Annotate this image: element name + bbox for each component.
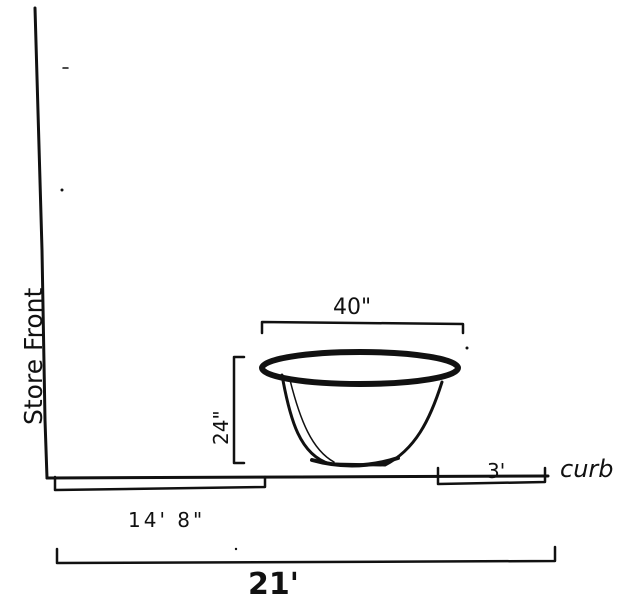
- planter-pot: [259, 349, 461, 468]
- pot-height-dimension: 24": [209, 355, 246, 465]
- store-front-label: Store Front: [19, 288, 48, 425]
- total-width-dimension: 21': [55, 545, 557, 596]
- total-width-label: 21': [248, 567, 299, 596]
- setback-label: 14' 8": [128, 508, 205, 532]
- store-front-wall-line: [33, 6, 49, 480]
- stray-dot: [60, 188, 64, 192]
- stray-dot: [465, 346, 469, 350]
- setback-dimension: 14' 8": [53, 475, 267, 532]
- pot-width-dimension: 40": [260, 295, 465, 335]
- stray-dot: [234, 547, 238, 551]
- curb-gap-label: 3': [487, 459, 505, 483]
- curb-gap-dimension: 3': [436, 459, 547, 486]
- pot-height-label: 24": [209, 410, 233, 445]
- curb-ground-line: [45, 474, 550, 480]
- curb-label: curb: [560, 455, 614, 483]
- pot-width-label: 40": [333, 295, 371, 320]
